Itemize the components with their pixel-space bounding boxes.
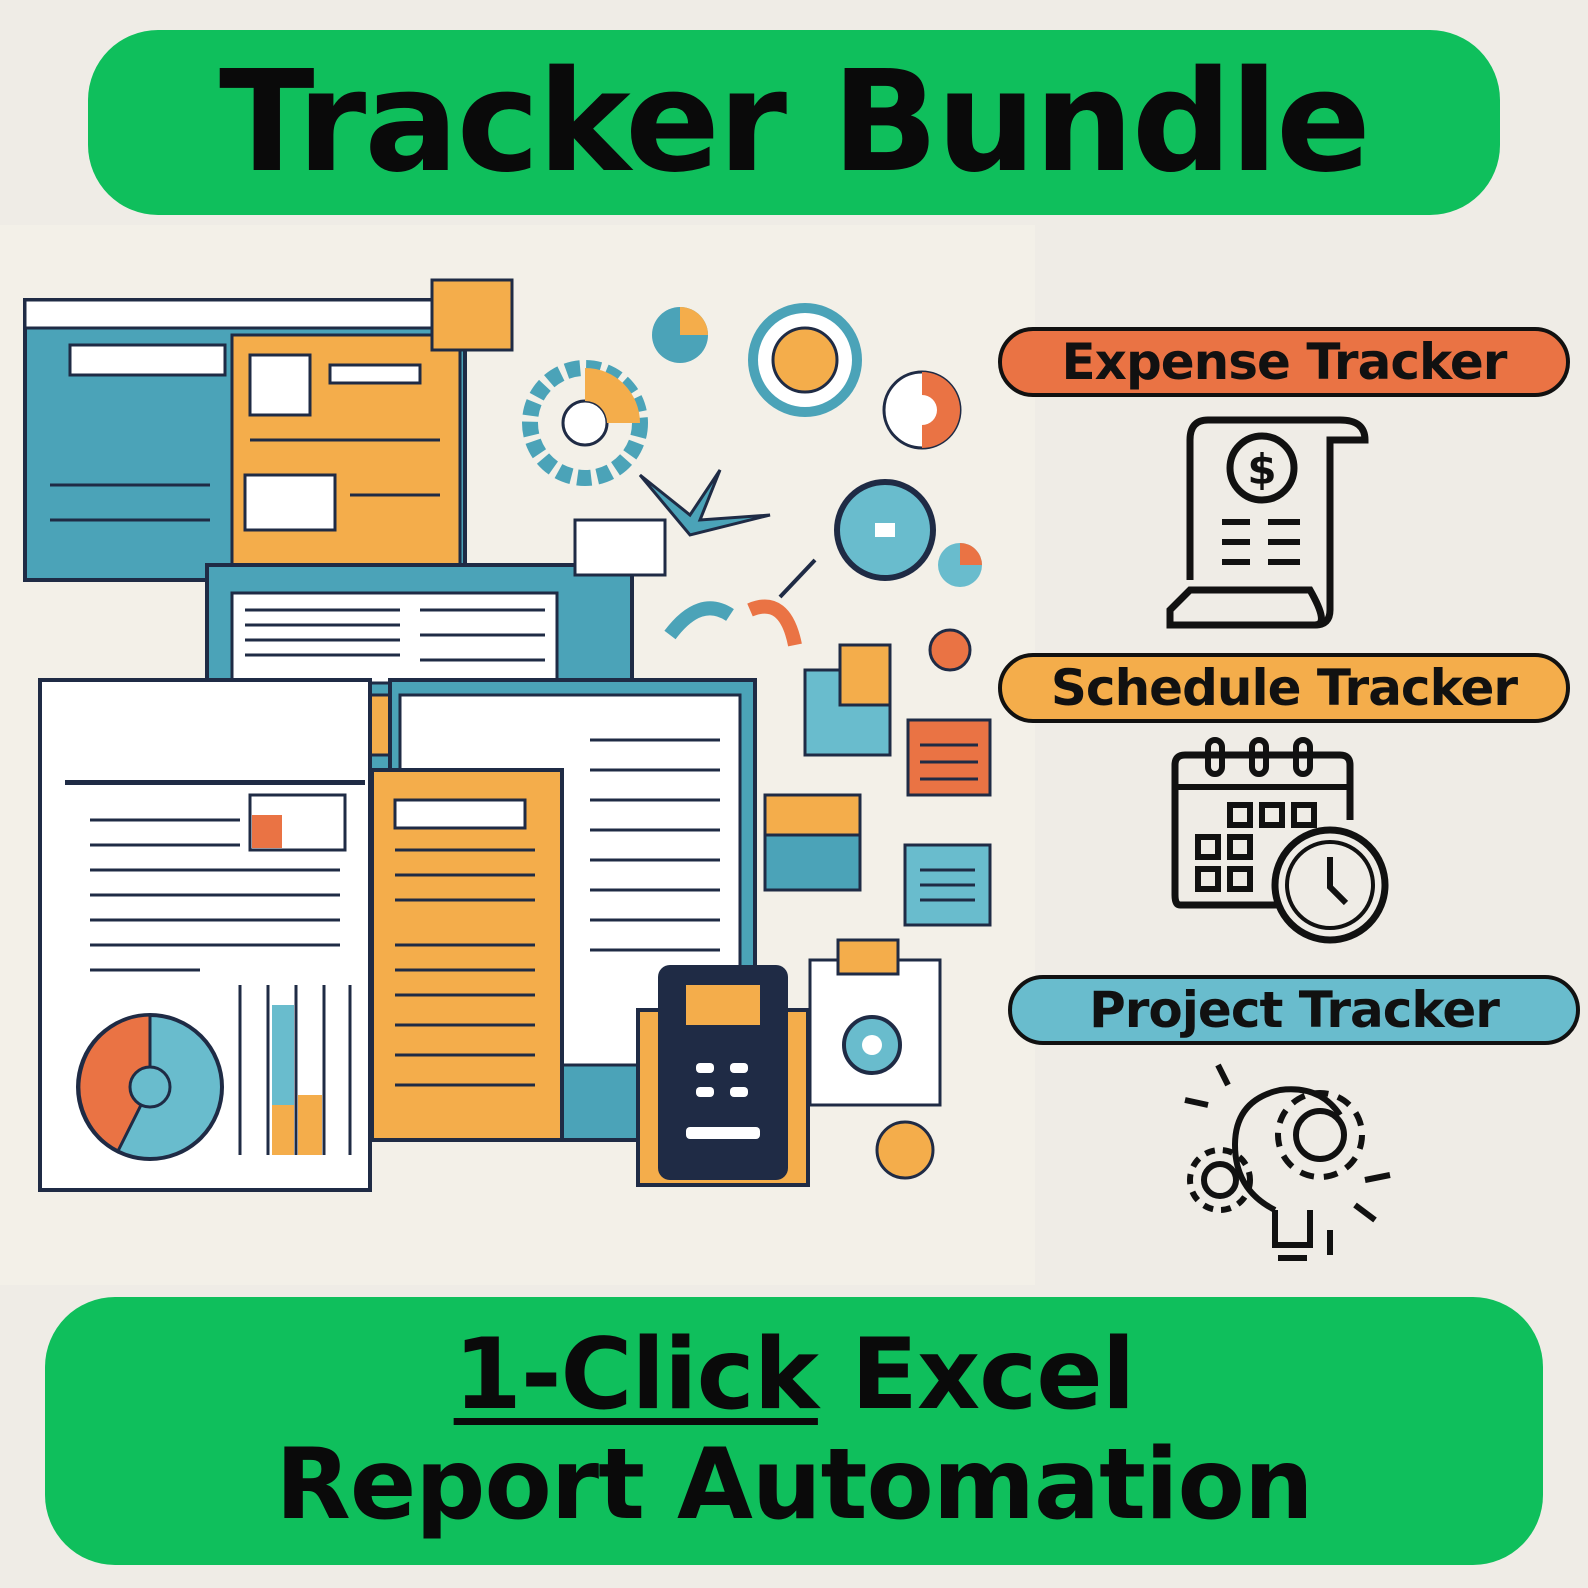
- documents-illustration-svg: [23, 278, 992, 1192]
- project-tracker-label: Project Tracker: [1008, 975, 1580, 1045]
- footer-banner: 1-Click Excel Report Automation: [45, 1297, 1543, 1565]
- calendar-clock-icon: [1171, 737, 1389, 944]
- schedule-tracker-label: Schedule Tracker: [998, 653, 1570, 723]
- expense-tracker-label: Expense Tracker: [998, 327, 1570, 397]
- documents-illustration: [0, 225, 1035, 1285]
- lightbulb-gears-icon: [1184, 1063, 1391, 1261]
- title-banner: Tracker Bundle: [88, 30, 1500, 215]
- footer-highlight: 1-Click: [453, 1318, 819, 1433]
- footer-line-1-rest: Excel: [817, 1318, 1135, 1433]
- page-title: Tracker Bundle: [219, 40, 1371, 204]
- svg-text:$: $: [1247, 445, 1276, 494]
- footer-line-2: Report Automation: [275, 1428, 1313, 1542]
- receipt-dollar-icon: $: [1166, 416, 1369, 629]
- footer-line-1: 1-Click Excel: [453, 1318, 1136, 1433]
